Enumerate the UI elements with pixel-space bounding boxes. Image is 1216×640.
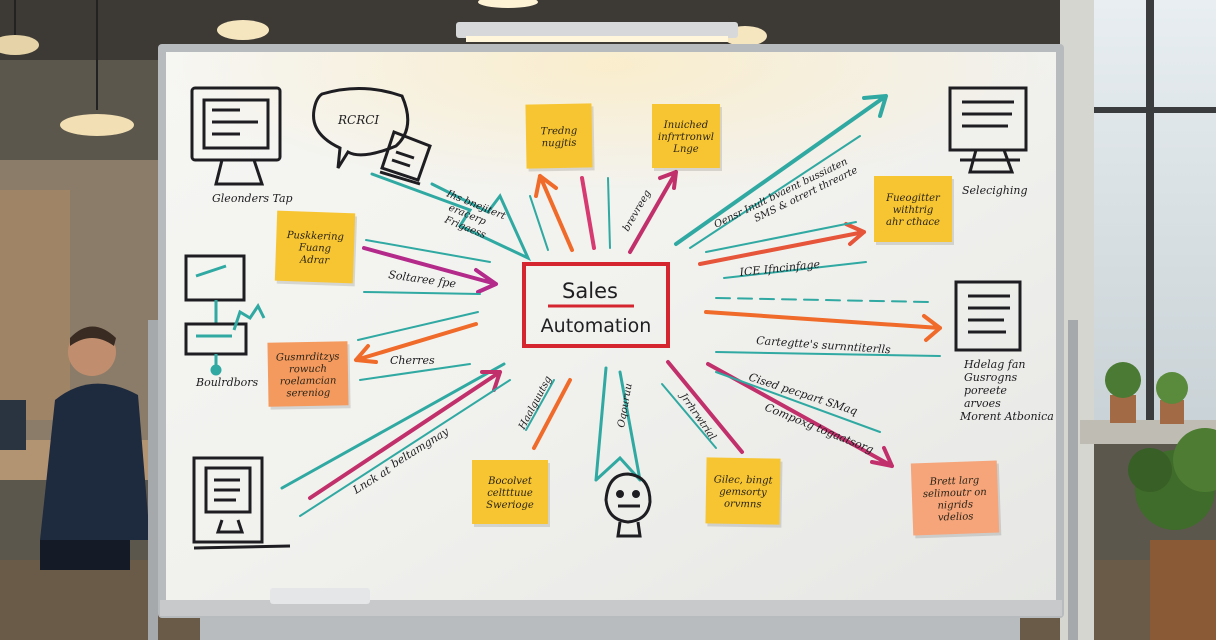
sticky-note-text: vdelios <box>938 511 974 523</box>
right-icon-mid-line3: poreete <box>964 384 1007 397</box>
brick-column <box>0 190 70 420</box>
laptop-sketch-icon <box>379 130 432 186</box>
sticky-note-paper <box>910 460 1000 536</box>
sticky-note-paper <box>472 460 548 524</box>
sticky-note-text: infrrtronwl <box>658 132 714 143</box>
sticky-note-text: Fuang <box>298 242 332 254</box>
sticky-note-text: Swerioge <box>486 500 534 511</box>
speech-bubble-icon <box>312 87 410 169</box>
right-icon-mid-line1: Hdelag fan <box>963 358 1025 371</box>
right-icon-mid-line5: Morent Atbonica <box>959 410 1054 423</box>
ceiling-lamp <box>0 0 767 136</box>
board-lamp-light <box>466 36 728 42</box>
monitor-sketch-icon <box>190 86 282 186</box>
sticky-note-paper <box>525 103 593 169</box>
monitor-sketch-top-right-icon <box>948 86 1028 174</box>
plant-pot <box>1128 428 1216 640</box>
board-lamp <box>456 22 738 38</box>
eraser <box>270 588 370 604</box>
left-mid-icon-label: Boulrdbors <box>195 376 259 389</box>
board-bottom-bar <box>200 618 1020 640</box>
sticky-note-text: sereniog <box>286 388 330 400</box>
flowchart-sketch-icon <box>184 254 266 376</box>
top-left-icon-label: Gleonders Tap <box>212 192 293 205</box>
sticky-note-text: Puskkering <box>286 230 345 243</box>
robot-face-sketch-icon <box>604 472 652 538</box>
right-icon-mid-line2: Gusrogns <box>964 371 1018 384</box>
plant-small <box>1105 362 1188 424</box>
board-stand-left <box>148 320 158 640</box>
sticky-note-text: Brett larg <box>928 475 979 488</box>
sticky-note-paper <box>274 210 356 284</box>
person-seated <box>0 326 150 570</box>
sticky-note-text: nugjtis <box>542 138 577 150</box>
sticky-note-text: withtrig <box>893 205 934 216</box>
right-icon-mid-text: Hdelag fan Gusrogns poreete arvoes Moren… <box>959 358 1054 423</box>
speech-bubble-text: RCRCI <box>337 113 379 127</box>
sticky-note-text: nigrids <box>937 499 973 511</box>
sticky-note-text: ahr cthace <box>886 217 940 228</box>
sticky-note-text: Tredng <box>541 126 578 138</box>
center-box: Sales Automation <box>522 262 670 348</box>
right-icon-top-label: Selecighing <box>962 184 1028 197</box>
sticky-note-paper <box>267 341 349 407</box>
sticky-note-text: Gilec, bingt <box>714 474 774 486</box>
monitor-sketch-bottom-left-icon <box>192 456 291 550</box>
sticky-note-text: Gusmrditzys <box>276 351 340 363</box>
sticky-note-paper <box>874 176 952 242</box>
sticky-note-paper <box>652 104 720 168</box>
sticky-note-text: Inuiched <box>663 120 708 131</box>
left-arrow-b-label: Cherres <box>390 354 435 367</box>
sticky-note-text: Lnge <box>672 144 698 155</box>
center-title-line2: Automation <box>541 315 652 337</box>
sticky-note-text: Adrar <box>299 254 331 266</box>
sticky-note-paper <box>705 457 781 525</box>
sticky-note-text: selimoutr on <box>923 487 987 500</box>
marker-tray <box>160 600 1062 616</box>
right-icon-mid-line4: arvoes <box>964 397 1001 410</box>
sticky-note-text: rowuch <box>289 364 327 376</box>
sticky-note-text: Fueogitter <box>885 193 941 204</box>
document-sketch-right-icon <box>954 280 1022 352</box>
sticky-note-text: Bocolvet <box>487 476 533 487</box>
sticky-note-text: gemsorty <box>719 487 767 499</box>
sticky-note-text: orvmns <box>724 499 762 511</box>
sticky-note-text: celtttuue <box>487 488 533 499</box>
marker-arrows <box>280 94 942 517</box>
board-stand-right <box>1068 320 1078 640</box>
center-title-line1: Sales <box>562 279 618 303</box>
sticky-note-text: roelamcian <box>280 376 337 388</box>
